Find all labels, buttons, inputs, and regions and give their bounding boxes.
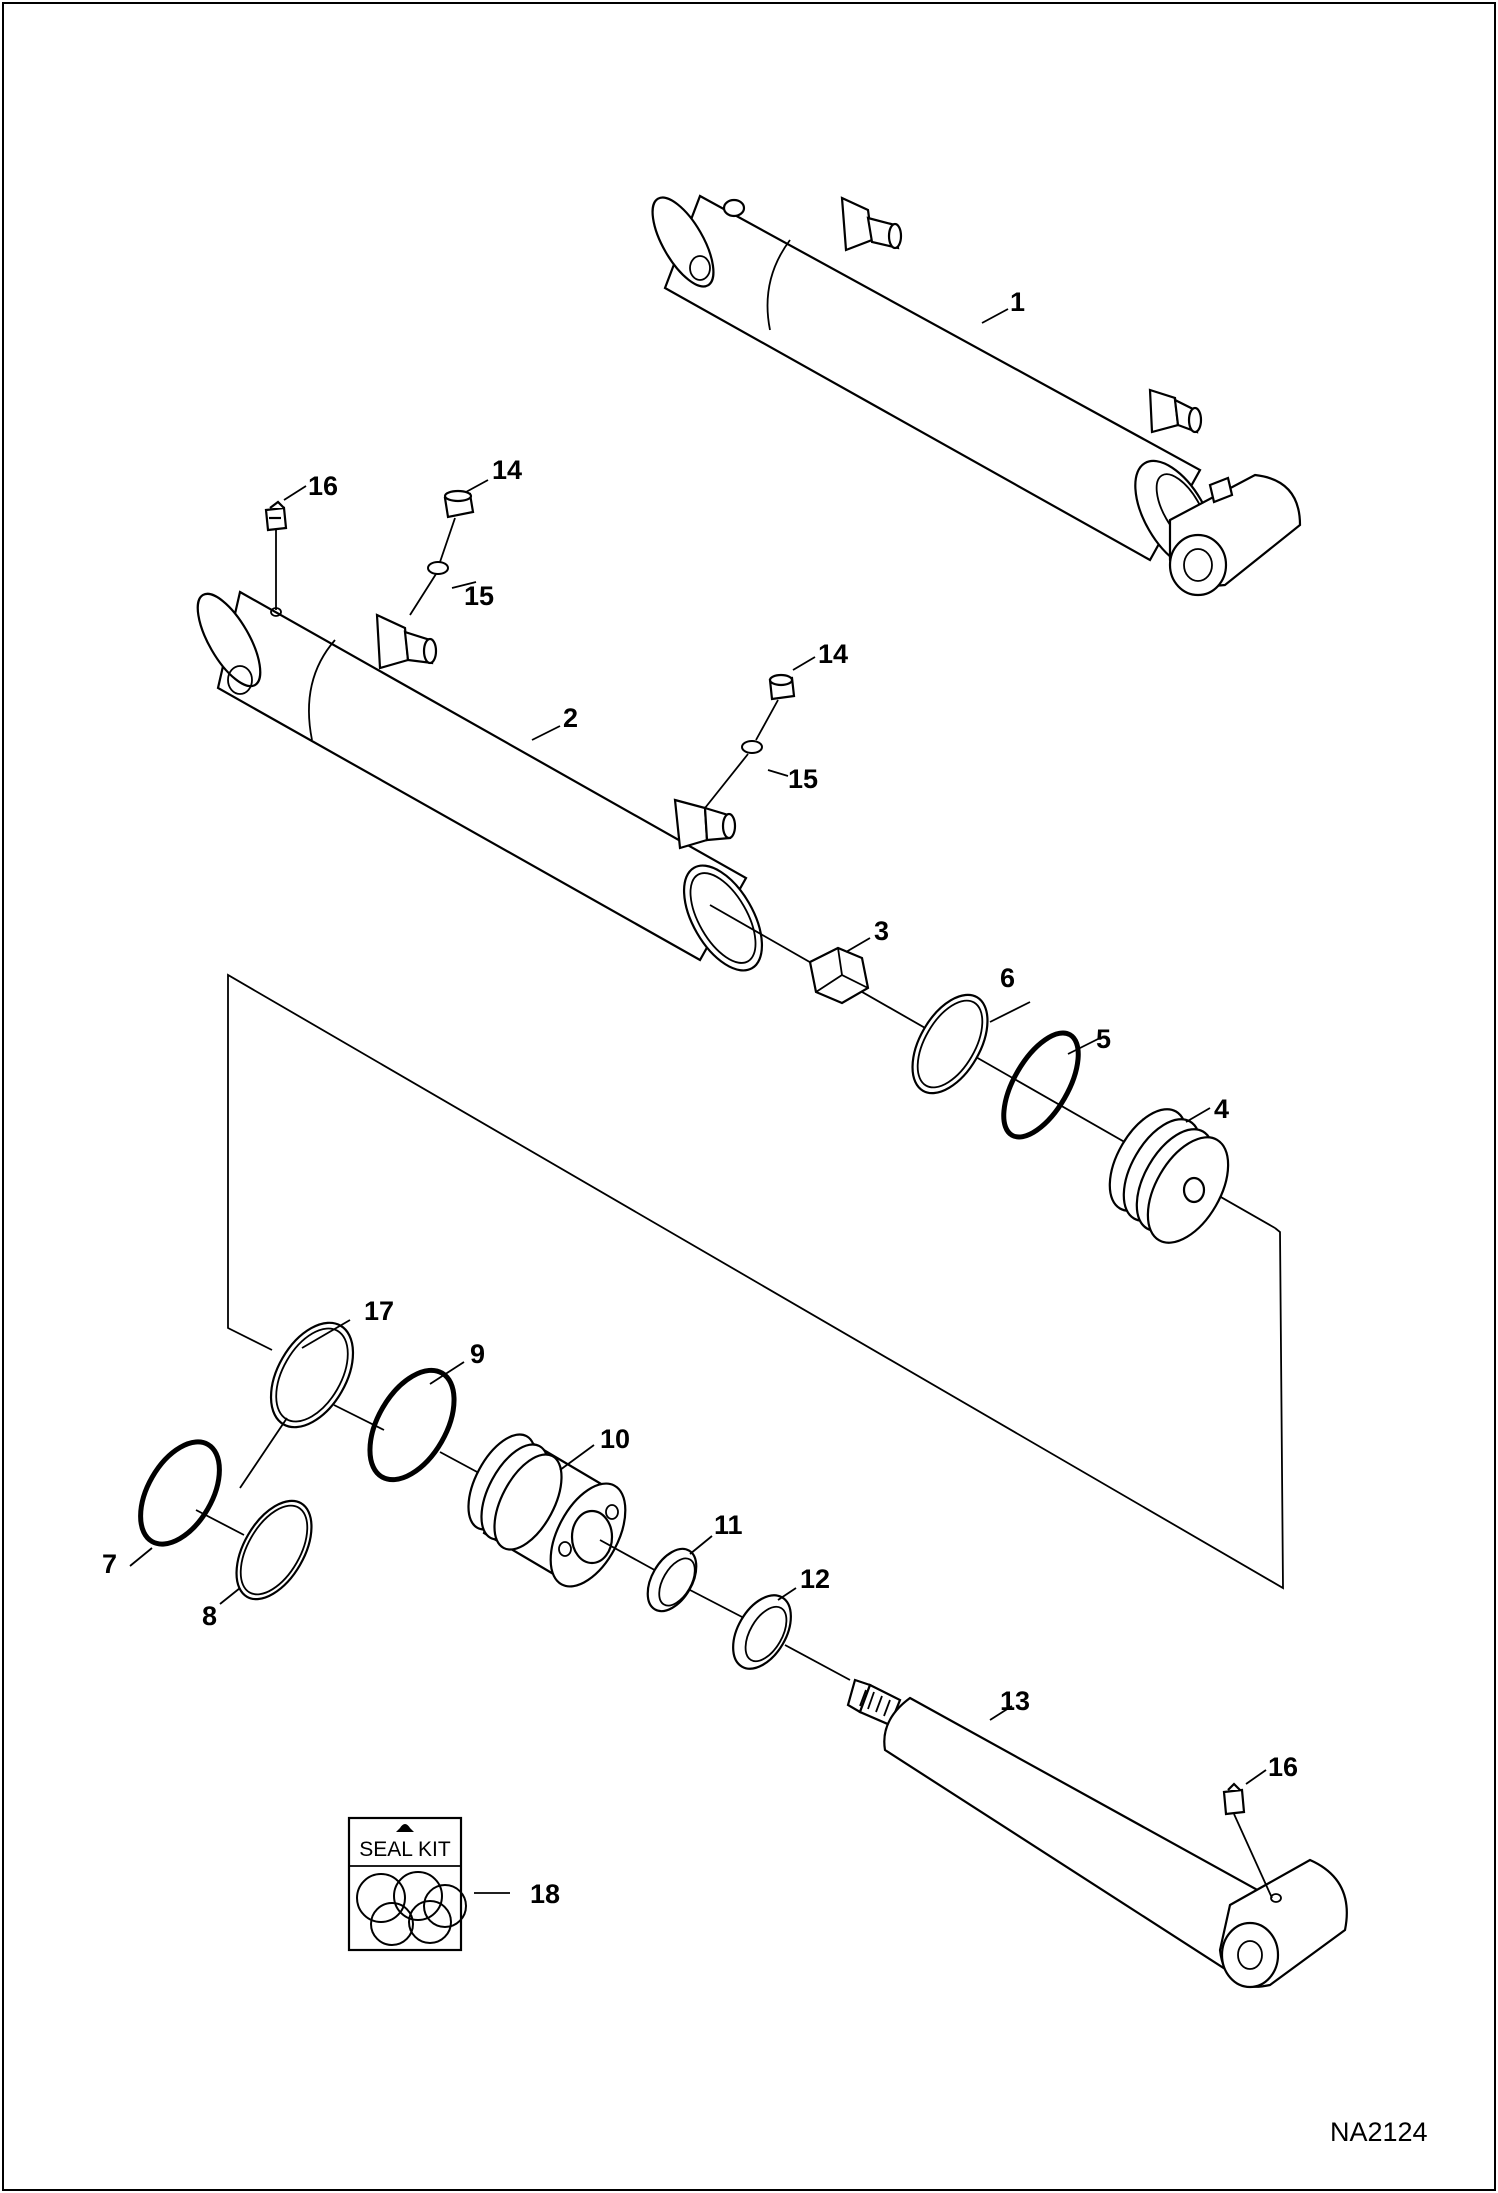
leader-7-8-17 bbox=[195, 1417, 288, 1536]
callout-8: 8 bbox=[202, 1601, 217, 1631]
callout-5: 5 bbox=[1096, 1024, 1111, 1054]
callout-14-upper: 14 bbox=[492, 455, 522, 485]
part-13-rod bbox=[846, 1678, 1348, 1989]
seal-kit-label: SEAL KIT bbox=[359, 1838, 451, 1861]
part-5-o-ring bbox=[1001, 1030, 1081, 1140]
continuation-line bbox=[227, 973, 1284, 1590]
drawing-reference: NA2124 bbox=[1330, 2117, 1428, 2147]
callout-11: 11 bbox=[714, 1510, 743, 1540]
callout-12: 12 bbox=[800, 1564, 830, 1594]
callout-6: 6 bbox=[1000, 963, 1015, 993]
part-4-piston bbox=[1108, 1108, 1230, 1244]
callout-leaders bbox=[129, 308, 1267, 1785]
callout-17: 17 bbox=[364, 1296, 394, 1326]
part-18-seal-kit: SEAL KIT bbox=[347, 1816, 510, 1952]
callout-2: 2 bbox=[563, 703, 578, 733]
part-6-backup-ring bbox=[911, 993, 989, 1095]
callout-14-lower: 14 bbox=[818, 639, 848, 669]
callout-16-upper: 16 bbox=[308, 471, 338, 501]
part-11-wiper-seal bbox=[646, 1547, 698, 1613]
part-2-barrel bbox=[196, 590, 764, 972]
callout-13: 13 bbox=[1000, 1686, 1030, 1716]
assembly-axis-lower-b bbox=[599, 1539, 661, 1574]
part-15-o-ring-lower bbox=[741, 740, 763, 754]
callout-16-lower: 16 bbox=[1268, 1752, 1298, 1782]
callout-3: 3 bbox=[874, 916, 889, 946]
assembly-axis-lower-a bbox=[333, 1404, 493, 1481]
part-12-rod-seal bbox=[732, 1594, 792, 1670]
part-10-gland bbox=[467, 1433, 627, 1588]
callout-15-upper: 15 bbox=[464, 581, 494, 611]
callout-4: 4 bbox=[1214, 1094, 1229, 1124]
callout-9: 9 bbox=[470, 1339, 485, 1369]
part-16-grease-fitting-lower bbox=[1222, 1782, 1273, 1899]
part-16-grease-fitting-upper bbox=[264, 500, 288, 610]
leader-14-15-upper bbox=[409, 517, 456, 616]
part-8-backup-ring bbox=[235, 1499, 313, 1601]
assembly-axis-lower-c bbox=[689, 1589, 745, 1619]
callout-1: 1 bbox=[1010, 287, 1025, 317]
part-14-plug-lower bbox=[768, 673, 796, 701]
callout-15-lower: 15 bbox=[788, 764, 818, 794]
part-17-backup-ring bbox=[269, 1321, 355, 1429]
part-9-o-ring bbox=[367, 1367, 457, 1483]
part-15-o-ring-upper bbox=[427, 561, 449, 575]
callout-18: 18 bbox=[530, 1879, 560, 1909]
part-7-o-ring bbox=[138, 1439, 222, 1547]
part-1-cylinder-assembly bbox=[651, 194, 1302, 597]
assembly-axis-lower-d bbox=[784, 1644, 851, 1681]
callout-7: 7 bbox=[102, 1549, 117, 1579]
callout-10: 10 bbox=[600, 1424, 630, 1454]
leader-14-15-lower bbox=[704, 699, 779, 809]
part-14-plug-upper bbox=[443, 489, 475, 519]
part-3-nut bbox=[808, 946, 870, 1005]
